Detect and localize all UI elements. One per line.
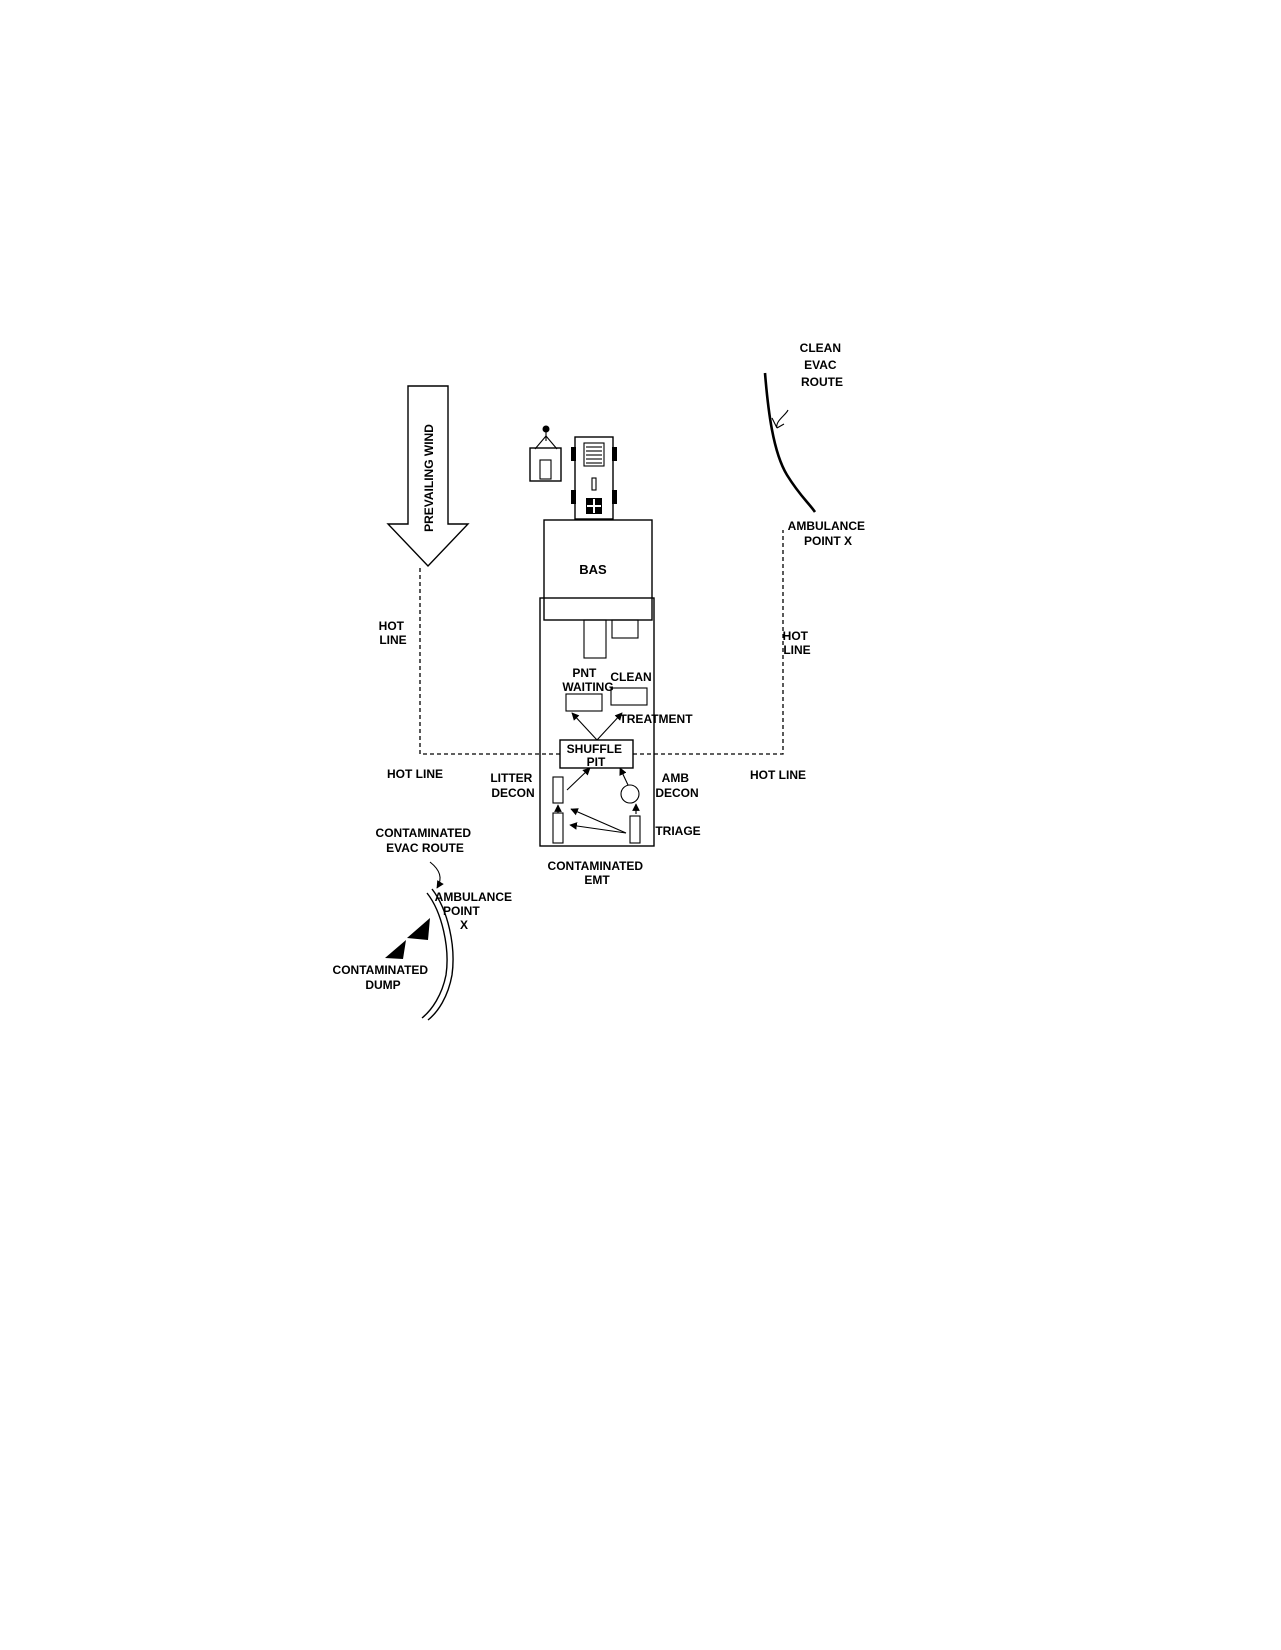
supply-unit — [611, 619, 639, 639]
hot-line-right-label: HOT LINE — [750, 768, 806, 782]
litter-decon-label: LITTER DECON — [490, 771, 535, 800]
labels: CLEAN EVAC ROUTE AMBULANCE POINT X HOT L… — [333, 341, 869, 992]
treatment-label: TREATMENT — [619, 712, 693, 726]
clean-evac-route-label: CLEAN EVAC ROUTE — [800, 341, 845, 389]
dump-triangle-icon — [407, 918, 430, 940]
clean-label: CLEAN — [610, 670, 651, 684]
bas-area: BAS — [543, 519, 653, 621]
prevailing-wind-arrow: PREVAILING WIND — [386, 385, 470, 568]
ambulance-point-bottom-label: AMBULANCE POINT X — [435, 890, 516, 932]
triage-label: TRIAGE — [655, 824, 700, 838]
generator-icon — [529, 425, 562, 482]
pnt-waiting-label: PNT WAITING — [562, 666, 613, 694]
bas-label: BAS — [579, 562, 607, 577]
shuffle-pit-label: SHUFFLE PIT — [567, 742, 626, 769]
contaminated-evac-route-label: CONTAMINATED EVAC ROUTE — [376, 826, 475, 855]
contaminated-evac-route — [385, 861, 454, 1021]
treatment-unit — [583, 619, 607, 659]
hot-line-left-label: HOT LINE — [387, 767, 443, 781]
hot-line-right-upper-label: HOT LINE — [783, 629, 812, 657]
ambulance-vehicle-icon — [571, 436, 617, 520]
hot-line-boundary — [419, 530, 784, 755]
contaminated-dump-label: CONTAMINATED DUMP — [333, 963, 432, 992]
litter-decon-box — [552, 776, 564, 804]
pnt-waiting-box — [565, 693, 603, 712]
clean-box — [610, 687, 648, 706]
amb-decon-circle — [620, 784, 640, 804]
contaminated-emt-label: CONTAMINATED EMT — [548, 859, 647, 887]
flow-arrows — [554, 712, 640, 834]
amb-triage-box — [629, 815, 641, 844]
litter-triage-box — [552, 812, 564, 844]
dump-triangle-icon — [385, 940, 406, 959]
hot-line-left-upper-label: HOT LINE — [379, 619, 408, 647]
clean-evac-route — [763, 372, 817, 513]
prevailing-wind-label: PREVAILING WIND — [422, 424, 436, 532]
wind-arrow-icon — [386, 385, 470, 568]
amb-decon-label: AMB DECON — [655, 771, 698, 800]
ambulance-point-top-label: AMBULANCE POINT X — [788, 519, 869, 548]
